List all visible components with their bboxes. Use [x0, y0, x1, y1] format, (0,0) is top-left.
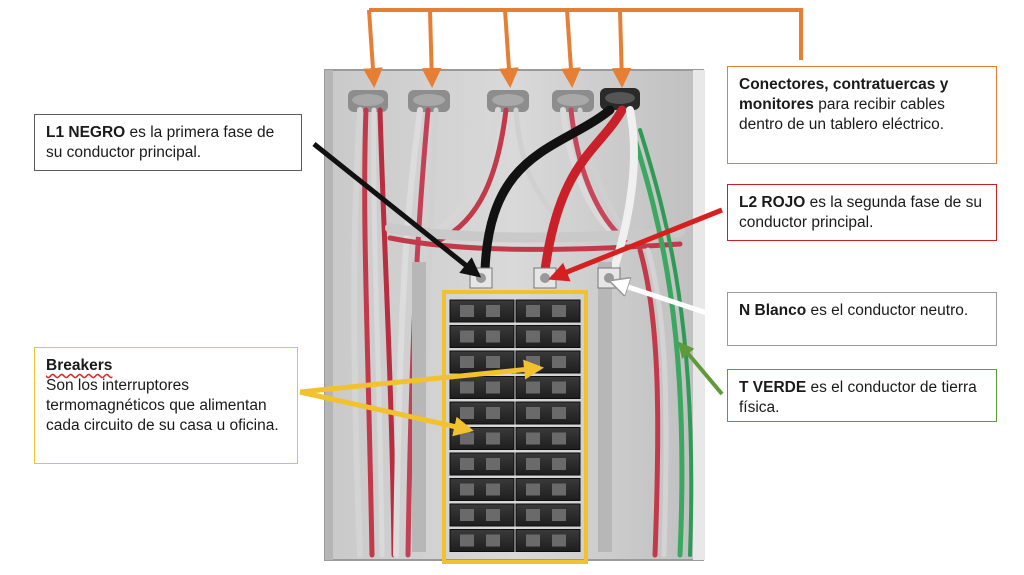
breaker-toggle [552, 534, 566, 547]
breaker-toggle [526, 458, 540, 470]
breaker-toggle [486, 356, 500, 368]
connector-arrows [362, 8, 803, 88]
breaker [515, 427, 581, 450]
n-text: es el conductor neutro. [806, 302, 969, 319]
breaker-toggle [552, 305, 566, 317]
breaker-toggle [486, 432, 500, 445]
breaker [515, 376, 581, 399]
breaker [449, 299, 515, 323]
neutral-bars [412, 262, 612, 552]
main-lugs [469, 267, 621, 289]
breaker [449, 452, 515, 476]
breaker [515, 503, 581, 527]
breaker-toggle [486, 534, 500, 547]
breaker [449, 529, 515, 552]
breaker-toggle [552, 356, 566, 368]
breaker [515, 401, 581, 425]
breaker-toggle [552, 407, 566, 419]
breaker-toggle [552, 330, 566, 343]
breaker-toggle [552, 432, 566, 445]
breaker-toggle [552, 483, 566, 496]
breaker [449, 478, 515, 501]
l1-callout: L1 NEGRO es la primera fase de su conduc… [34, 114, 302, 171]
breaker [515, 478, 581, 501]
n-title: N Blanco [739, 302, 807, 319]
conectores-text: para recibir cables dentro de un tablero… [739, 96, 945, 133]
breaker-toggle [486, 330, 500, 343]
breaker-toggle [460, 381, 474, 394]
t-callout: T VERDE es el conductor de tierra física… [727, 369, 997, 422]
breakers-callout: Breakers Son los interruptores termomagn… [34, 347, 298, 464]
t-arrow [677, 341, 724, 396]
breaker [515, 529, 581, 552]
breaker [515, 452, 581, 476]
breaker-toggle [460, 330, 474, 343]
breakers-title: Breakers [46, 357, 113, 374]
breaker-toggle [526, 305, 540, 317]
breaker-toggle [526, 381, 540, 394]
breakers-grid [449, 299, 581, 552]
breaker [515, 325, 581, 348]
breaker-toggle [526, 407, 540, 419]
l2-title: L2 ROJO [739, 194, 806, 211]
breaker-toggle [486, 483, 500, 496]
breaker-toggle [460, 356, 474, 368]
breakers-frame [442, 290, 588, 564]
t-text: es el conductor de tierra física. [739, 379, 977, 416]
breakers-arrow-lower [299, 389, 474, 437]
breaker-toggle [460, 534, 474, 547]
breaker-toggle [526, 534, 540, 547]
breaker-toggle [486, 509, 500, 521]
breaker-toggle [526, 330, 540, 343]
breaker-toggle [486, 381, 500, 394]
breaker-toggle [460, 432, 474, 445]
breaker-toggle [526, 483, 540, 496]
breaker-toggle [460, 483, 474, 496]
breaker-toggle [552, 509, 566, 521]
l1-text: es la primera fase de su conductor princ… [46, 124, 275, 161]
breakers-arrow-upper [299, 359, 544, 395]
l1-arrow [312, 142, 482, 278]
n-arrow [613, 282, 723, 321]
breaker-toggle [460, 509, 474, 521]
breaker [449, 427, 515, 450]
breaker-toggle [552, 381, 566, 394]
breaker [449, 401, 515, 425]
n-callout: N Blanco es el conductor neutro. [727, 292, 997, 346]
l1-title: L1 NEGRO [46, 124, 126, 141]
breaker [449, 325, 515, 348]
l2-text: es la segunda fase de su conductor princ… [739, 194, 982, 231]
breaker-toggle [460, 305, 474, 317]
breaker [449, 376, 515, 399]
breaker [515, 299, 581, 323]
breaker-toggle [526, 432, 540, 445]
conectores-title: Conectores, contratuercas y monitores [739, 76, 949, 113]
breaker-toggle [486, 407, 500, 419]
breaker-toggle [486, 458, 500, 470]
breaker-toggle [552, 458, 566, 470]
connector-knockouts [348, 88, 640, 112]
l2-callout: L2 ROJO es la segunda fase de su conduct… [727, 184, 997, 241]
breaker [449, 503, 515, 527]
breaker-toggle [526, 509, 540, 521]
breakers-text: Son los interruptores termomagnéticos qu… [46, 377, 279, 434]
breaker-toggle [460, 458, 474, 470]
t-title: T VERDE [739, 379, 807, 396]
l2-arrow [548, 207, 723, 282]
conectores-callout: Conectores, contratuercas y monitores pa… [727, 66, 997, 164]
breaker-toggle [486, 305, 500, 317]
breaker-toggle [460, 407, 474, 419]
